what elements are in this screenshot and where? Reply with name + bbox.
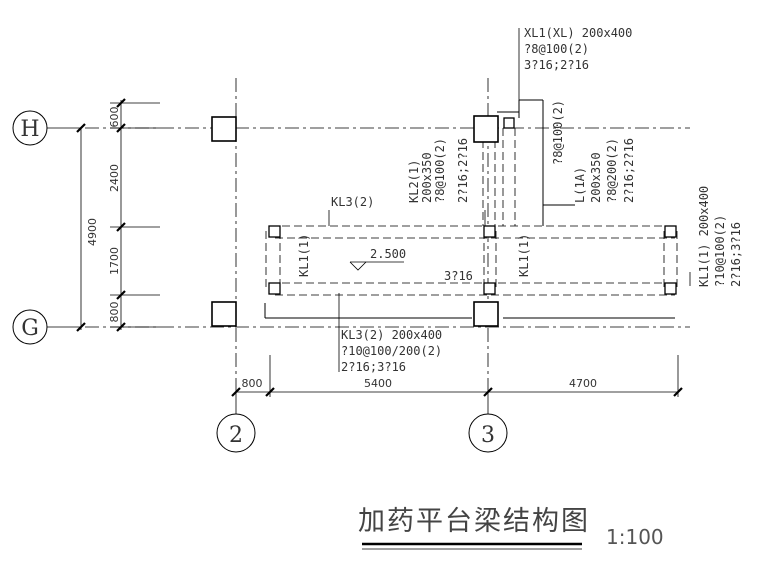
beam-outlines	[264, 128, 678, 319]
dim-4700: 4700	[569, 377, 597, 390]
column-g2	[211, 301, 237, 327]
column-h3	[473, 115, 499, 143]
kl1-label-a: KL1(1)	[297, 234, 311, 277]
kl3-bottom-label-3: 2?16;3?16	[341, 360, 406, 374]
dim-2400: 2400	[108, 164, 121, 192]
dim-800-left: 800	[108, 302, 121, 323]
small-column-1	[268, 225, 281, 238]
xl1-label-1: XL1(XL) 200x400	[524, 26, 632, 40]
dim-800-bottom: 800	[242, 377, 263, 390]
kl2-label-3: ?8@100(2)	[433, 138, 447, 203]
kl3-bottom-label-1: KL3(2) 200x400	[341, 328, 442, 342]
elevation-label: 2.500	[370, 247, 406, 261]
kl3-top-label: KL3(2)	[331, 195, 374, 209]
xl1-outline	[497, 28, 575, 226]
small-column-xl	[503, 117, 515, 129]
rebar-3d16-label: 3?16	[444, 269, 473, 283]
kl1-label-b: KL1(1)	[517, 234, 531, 277]
xl-stirrup-label: ?8@100(2)	[551, 100, 565, 165]
drawing-title: 加药平台梁结构图	[358, 506, 590, 537]
axis-label-3: 3	[481, 423, 495, 448]
elevation-mark	[349, 261, 404, 271]
left-dimension-chain	[76, 98, 160, 332]
kl3-bottom-label-2: ?10@100/200(2)	[341, 344, 442, 358]
drawing-scale: 1:100	[606, 525, 664, 549]
l1-label-3: ?8@200(2)	[605, 138, 619, 203]
small-column-3	[664, 225, 677, 238]
axis-label-g: G	[21, 316, 39, 341]
l1-label-1: L(1A)	[573, 167, 587, 203]
xl1-label-3: 3?16;2?16	[524, 58, 589, 72]
kl2-label-2: 200x350	[420, 152, 434, 203]
column-h2	[211, 116, 237, 142]
axis-label-h: H	[20, 117, 39, 142]
dim-5400: 5400	[364, 377, 392, 390]
axis-label-2: 2	[229, 423, 243, 448]
l1-label-2: 200x350	[589, 152, 603, 203]
bottom-dimension-chain	[231, 355, 683, 397]
small-column-6	[664, 282, 677, 295]
small-column-2	[483, 225, 496, 238]
kl1-right-label-1: KL1(1) 200x400	[697, 186, 711, 287]
dim-4900: 4900	[86, 218, 99, 246]
kl2-label-4: 2?16;2?16	[456, 138, 470, 203]
kl2-label-1: KL2(1)	[407, 160, 421, 203]
leader-lines	[328, 210, 691, 372]
kl1-right-label-2: ?10@100(2)	[713, 215, 727, 287]
dim-1700: 1700	[108, 247, 121, 275]
dim-600: 600	[108, 107, 121, 128]
column-g3	[473, 301, 499, 327]
kl1-right-label-3: 2?16;3?16	[729, 222, 743, 287]
l1-label-4: 2?16;2?16	[622, 138, 636, 203]
small-column-5	[483, 282, 496, 295]
small-column-4	[268, 282, 281, 295]
xl1-label-2: ?8@100(2)	[524, 42, 589, 56]
